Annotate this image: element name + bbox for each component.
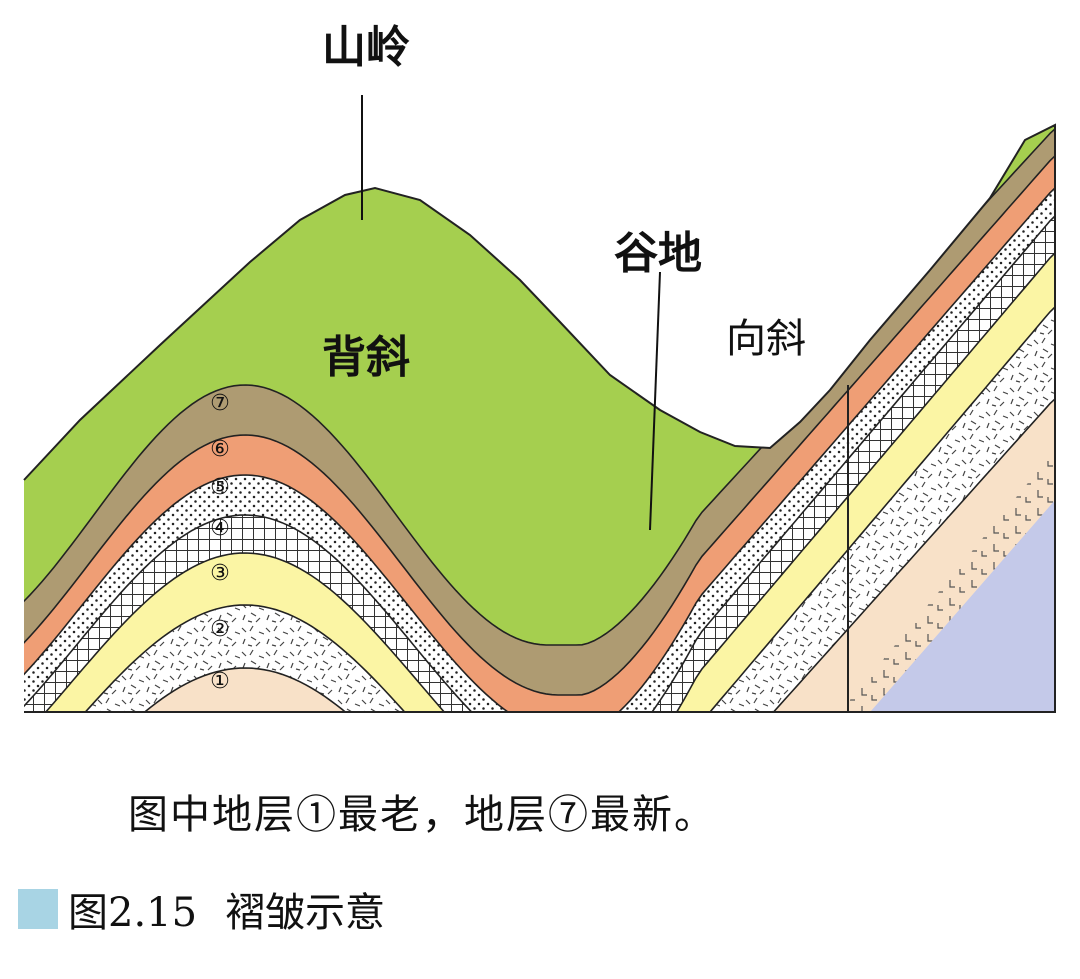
strata-layers — [24, 125, 1055, 712]
block-outline — [23, 123, 1056, 713]
figure-title: 褶皱示意 — [225, 890, 386, 936]
syncline-label: 向斜 — [726, 316, 806, 362]
stratum-6-boundary — [24, 154, 1055, 696]
stratum-number-5: ⑤ — [210, 475, 230, 500]
stratum-number-7: ⑦ — [210, 391, 230, 416]
stratum-number-4: ④ — [210, 516, 230, 541]
stratum-3-boundary — [24, 251, 1055, 712]
figure-caption: 图2.15 褶皱示意 — [18, 880, 385, 938]
stratum-number-2: ② — [210, 617, 230, 642]
stratum-1-boundary — [24, 397, 1055, 712]
callouts: 山岭 背斜 谷地 向斜 — [322, 22, 806, 531]
valley-label: 谷地 — [614, 228, 702, 279]
stratum-numbers: ① ② ③ ④ ⑤ ⑥ ⑦ — [210, 391, 230, 694]
stratum-1 — [24, 398, 1055, 712]
stratum-number-3: ③ — [210, 561, 230, 586]
stratum-number-1: ① — [210, 669, 230, 694]
caption-marker-square — [18, 889, 58, 929]
stratum-age-note: 图中地层①最老，地层⑦最新。 — [128, 792, 716, 838]
stratum-1-right-limb — [850, 450, 1055, 712]
stratum-2-boundary — [24, 305, 1055, 712]
fold-diagram: ① ② ③ ④ ⑤ ⑥ ⑦ 山岭 背斜 谷地 向斜 — [23, 22, 1056, 713]
valley-leader — [649, 271, 661, 531]
anticline-label: 背斜 — [322, 332, 410, 383]
stratum-number-6: ⑥ — [210, 437, 230, 462]
stratum-4-boundary — [24, 214, 1055, 712]
figure-number: 图2.15 — [68, 890, 198, 936]
ridge-label: 山岭 — [322, 22, 410, 73]
stratum-5-boundary — [24, 186, 1055, 712]
